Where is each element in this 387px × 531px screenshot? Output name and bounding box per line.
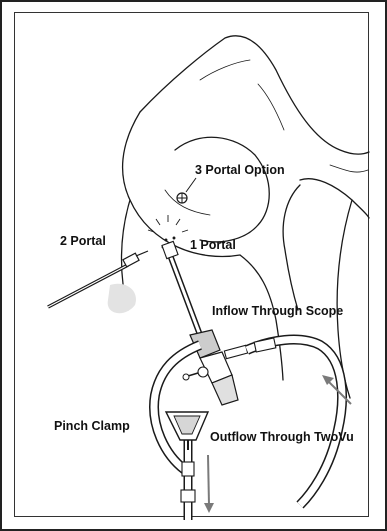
outflow-direction-arrow-icon (204, 455, 214, 513)
knee-outline (122, 36, 370, 398)
outflow-through-twovu-label: Outflow Through TwoVu (210, 430, 354, 444)
two-portal-label: 2 Portal (60, 234, 106, 248)
pinch-clamp-label: Pinch Clamp (54, 419, 130, 433)
arthroscope (162, 241, 248, 405)
one-portal-label: 1 Portal (190, 238, 236, 252)
label-leader-lines (186, 178, 196, 192)
portal-option-marker-icon (177, 193, 187, 203)
inflow-tubing (247, 338, 342, 505)
three-portal-option-label: 3 Portal Option (195, 163, 285, 177)
pinch-clamp-icon (166, 412, 208, 450)
soft-tissue-shading (108, 284, 136, 314)
inflow-through-scope-label: Inflow Through Scope (212, 304, 343, 318)
